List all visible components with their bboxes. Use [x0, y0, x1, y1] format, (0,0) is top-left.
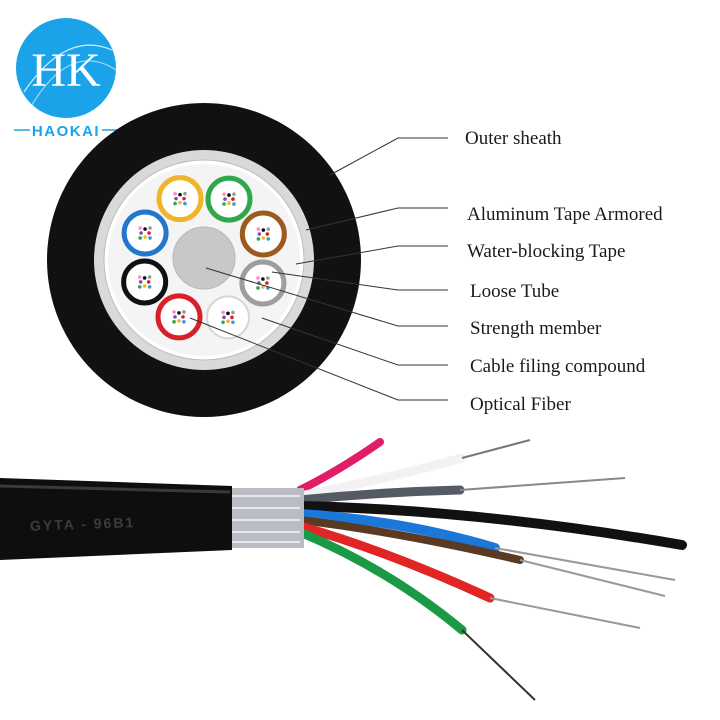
strand-grey-fiber: [460, 478, 625, 490]
optical-fiber-dot: [221, 311, 225, 315]
loose-tube: [124, 261, 166, 303]
optical-fiber-dot: [178, 193, 182, 197]
label-aluminum-tape: Aluminum Tape Armored: [467, 204, 663, 225]
optical-fiber-dot: [148, 226, 152, 230]
optical-fiber-dot: [177, 311, 181, 315]
label-strength-member: Strength member: [470, 318, 602, 339]
logo-monogram: HK: [31, 44, 101, 97]
optical-fiber-dot: [221, 320, 225, 324]
strand-red2-fiber: [490, 598, 640, 628]
leader-line: [330, 138, 448, 175]
optical-fiber-dot: [143, 235, 147, 239]
optical-fiber-dot: [139, 280, 143, 284]
loose-tube: [124, 212, 166, 254]
optical-fiber-dot: [265, 281, 269, 285]
optical-fiber-dot: [148, 285, 152, 289]
optical-fiber-dot: [172, 310, 176, 314]
optical-fiber-dot: [222, 202, 226, 206]
optical-fiber-dot: [178, 201, 182, 205]
optical-fiber-dot: [227, 201, 231, 205]
strength-member: [173, 227, 235, 289]
optical-fiber-dot: [182, 197, 186, 201]
optical-fiber-dot: [230, 316, 234, 320]
optical-fiber-dot: [266, 237, 270, 241]
optical-fiber-dot: [262, 236, 266, 240]
optical-fiber-dot: [143, 284, 147, 288]
optical-fiber-dot: [258, 232, 262, 236]
fiber-strands: [300, 440, 682, 700]
optical-fiber-dot: [256, 276, 260, 280]
optical-fiber-dot: [177, 319, 181, 323]
optical-fiber-dot: [147, 280, 151, 284]
optical-fiber-dot: [222, 192, 226, 196]
loose-tube: [159, 178, 201, 220]
strand-white-fiber: [462, 440, 530, 458]
label-outer-sheath: Outer sheath: [465, 128, 562, 149]
optical-fiber-dot: [143, 276, 147, 280]
optical-fiber-dot: [256, 286, 260, 290]
optical-fiber-dot: [226, 320, 230, 324]
label-loose-tube: Loose Tube: [470, 281, 559, 302]
optical-fiber-dot: [266, 232, 270, 236]
loose-tube: [242, 262, 284, 304]
optical-fiber-dot: [138, 275, 142, 279]
optical-fiber-dot: [148, 275, 152, 279]
optical-fiber-dot: [231, 311, 235, 315]
label-water-blocking-tape: Water-blocking Tape: [467, 241, 625, 262]
optical-fiber-dot: [147, 231, 151, 235]
strand-green: [300, 532, 462, 630]
optical-fiber-dot: [266, 227, 270, 231]
optical-fiber-dot: [173, 202, 177, 206]
optical-fiber-dot: [227, 193, 231, 197]
optical-fiber-dot: [148, 236, 152, 240]
optical-fiber-dot: [173, 315, 177, 319]
optical-fiber-dot: [232, 202, 236, 206]
optical-fiber-dot: [138, 226, 142, 230]
optical-fiber-dot: [257, 237, 261, 241]
optical-fiber-dot: [182, 320, 186, 324]
optical-fiber-dot: [138, 236, 142, 240]
optical-fiber-dot: [174, 197, 178, 201]
optical-fiber-dot: [222, 316, 226, 320]
optical-fiber-dot: [257, 227, 261, 231]
cable-cross-section: [47, 103, 361, 417]
loose-tube: [207, 296, 249, 338]
optical-fiber-dot: [231, 197, 235, 201]
optical-fiber-dot: [181, 315, 185, 319]
optical-fiber-dot: [261, 277, 265, 281]
optical-fiber-dot: [182, 310, 186, 314]
strand-green-fiber: [462, 630, 535, 700]
optical-fiber-dot: [183, 192, 187, 196]
brand-logo: HK HAOKAI: [14, 18, 118, 140]
label-optical-fiber: Optical Fiber: [470, 394, 571, 415]
logo-name: HAOKAI: [32, 123, 100, 140]
loose-tube: [242, 213, 284, 255]
optical-fiber-dot: [223, 197, 227, 201]
optical-fiber-dot: [226, 312, 230, 316]
loose-tube: [208, 178, 250, 220]
optical-fiber-dot: [138, 285, 142, 289]
optical-fiber-dot: [143, 227, 147, 231]
label-filling-compound: Cable filing compound: [470, 356, 646, 377]
loose-tube: [158, 296, 200, 338]
optical-fiber-dot: [231, 320, 235, 324]
optical-fiber-dot: [232, 192, 236, 196]
optical-fiber-dot: [173, 192, 177, 196]
optical-fiber-dot: [183, 202, 187, 206]
optical-fiber-dot: [172, 320, 176, 324]
optical-fiber-dot: [262, 228, 266, 232]
optical-fiber-dot: [266, 276, 270, 280]
stripped-cable: GYTA - 96B1: [0, 440, 682, 700]
optical-fiber-dot: [139, 231, 143, 235]
